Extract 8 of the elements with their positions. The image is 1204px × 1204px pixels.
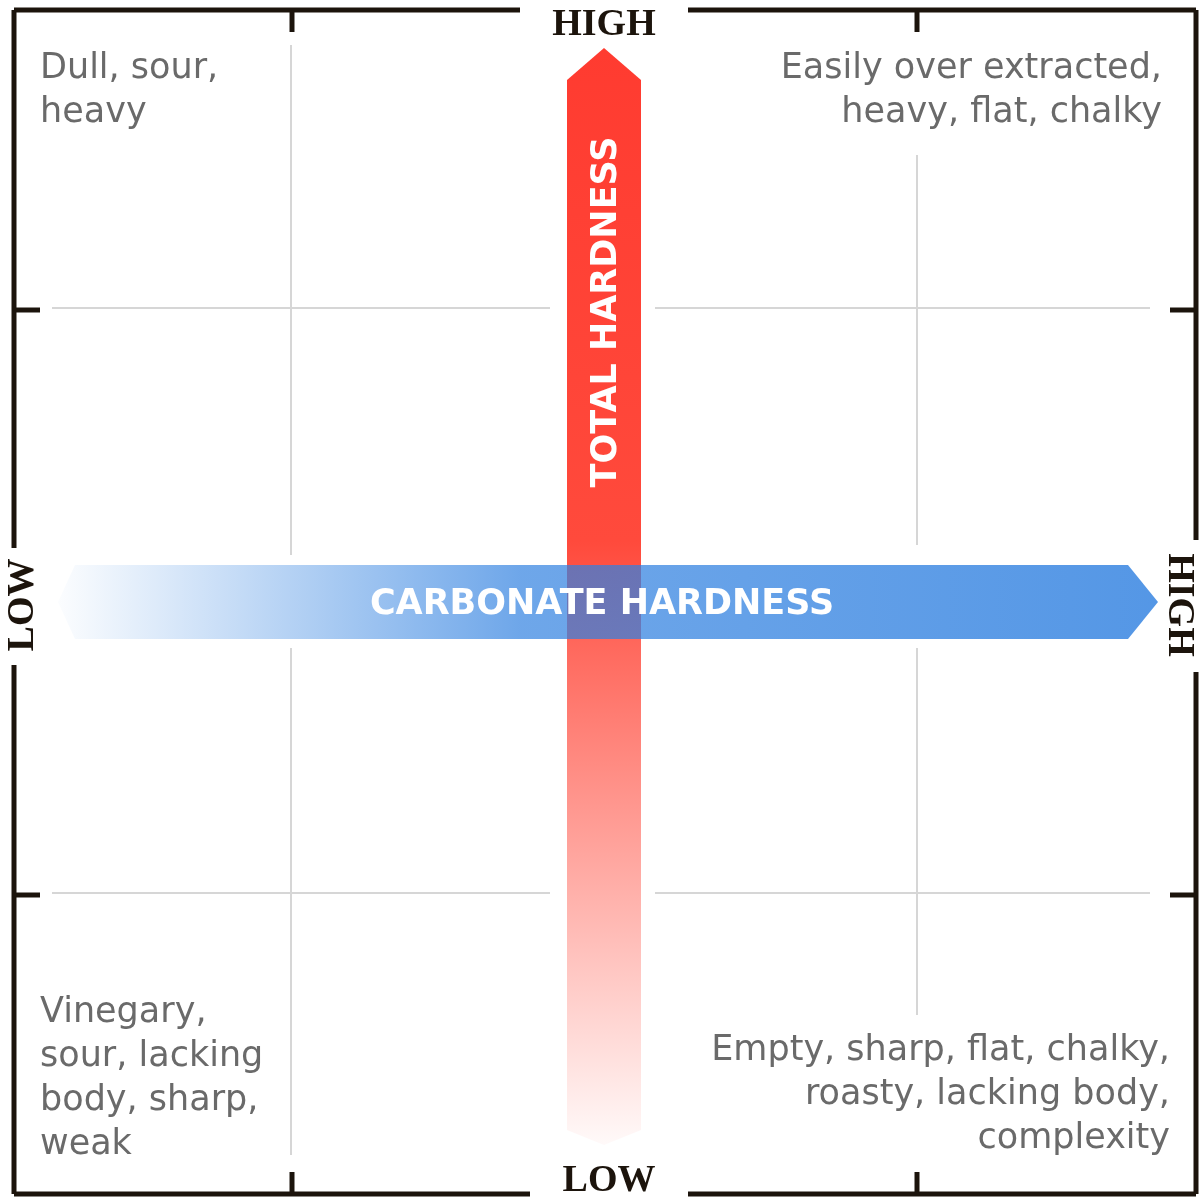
quadrant-description: Empty, sharp, flat, chalky, roasty, lacking body, complexity	[710, 1027, 1170, 1158]
axis-end-label: LOW	[0, 557, 40, 654]
axis-title: CARBONATE HARDNESS	[368, 582, 836, 622]
axis-title: TOTAL HARDNESS	[584, 135, 624, 490]
quadrant-description: Vinegary, sour, lacking body, sharp, weak	[40, 989, 265, 1164]
quadrant-description: Dull, sour, heavy	[40, 45, 220, 132]
axis-end-label: HIGH	[1162, 552, 1202, 659]
quadrant-description: Easily over extracted, heavy, flat, chalky	[779, 45, 1162, 132]
